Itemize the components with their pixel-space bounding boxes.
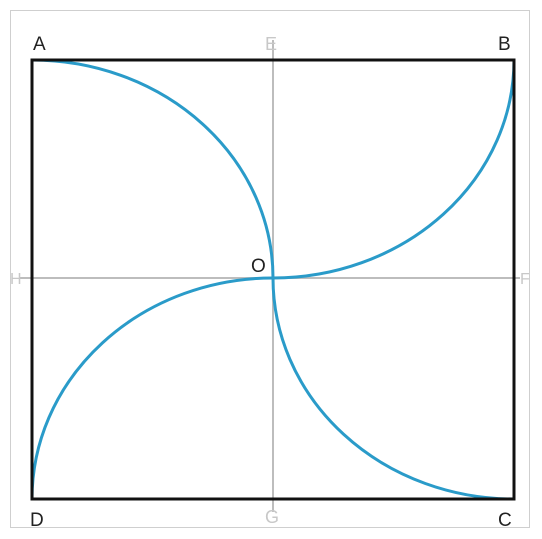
arc-a-to-o [31, 58, 275, 279]
image-frame [10, 10, 530, 528]
label-e: E [265, 34, 277, 54]
square-abcd [30, 58, 516, 501]
label-h: H [10, 271, 22, 288]
label-o: O [251, 256, 266, 277]
arc-d-to-o [30, 276, 274, 500]
label-a: A [33, 34, 46, 55]
label-d: D [30, 510, 44, 531]
arc-c-to-o [271, 277, 515, 501]
label-c: C [498, 510, 512, 531]
label-f: F [520, 271, 530, 288]
label-g: G [265, 507, 279, 527]
arc-b-to-o [272, 59, 516, 280]
label-b: B [498, 34, 511, 55]
